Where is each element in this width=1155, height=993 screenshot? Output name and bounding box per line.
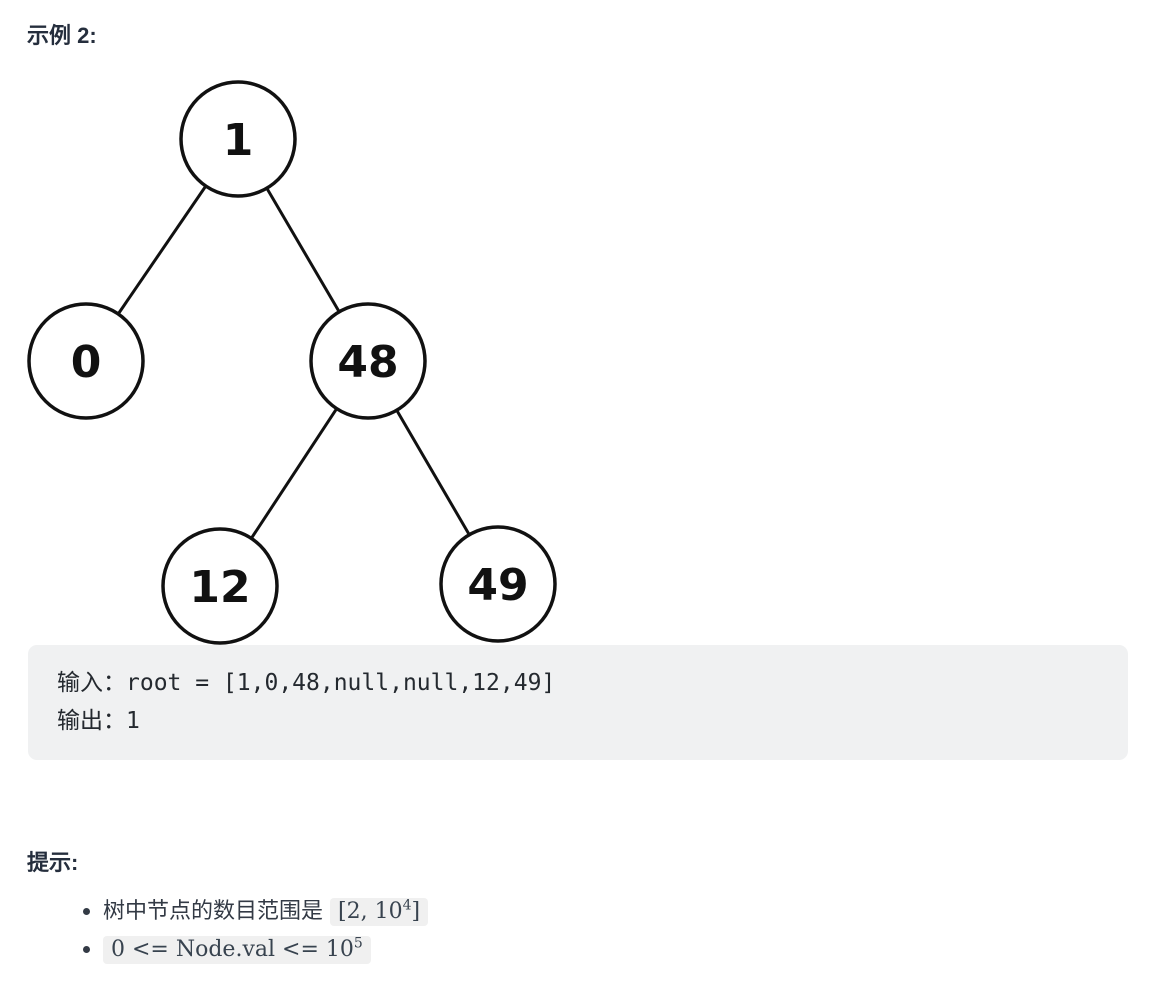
tree-node-right-left-circle [161,527,279,645]
constraint-item-node-count: 树中节点的数目范围是[2, 104] [103,892,1128,930]
tree-edges [84,138,500,587]
constraints-list: 树中节点的数目范围是[2, 104] 0 <= Node.val <= 105 [27,892,1128,968]
tree-node-right-left-value: 12 [189,562,250,613]
tree-node-root-left-value: 0 [71,337,102,388]
tree-node-root-value: 1 [223,115,254,166]
tree-node-root-left: 0 [27,302,145,420]
constraint-node-count-code-sup: 4 [402,897,412,914]
binary-tree-diagram: 1 0 48 12 49 [27,80,557,645]
tree-node-root: 1 [179,80,297,198]
example-output-line: 输出：1 [57,708,140,734]
constraint-item-node-val: 0 <= Node.val <= 105 [103,930,1128,968]
tree-node-right-right-value: 49 [467,560,528,611]
tree-node-root-left-circle [27,302,145,420]
tree-node-right-left: 12 [161,527,279,645]
constraint-node-count-code-tail: ] [411,899,421,924]
constraint-node-count-code-base: [2, 10 [338,899,403,924]
constraint-node-count-text: 树中节点的数目范围是 [103,898,324,923]
example-io-block: 输入：root = [1,0,48,null,null,12,49] 输出：1 [28,645,1128,760]
example-input-line: 输入：root = [1,0,48,null,null,12,49] [57,670,556,696]
tree-node-root-right-value: 48 [337,337,398,388]
constraint-node-count-code: [2, 104] [330,897,429,926]
example-heading: 示例 2: [27,23,97,48]
hints-heading: 提示: [27,850,79,875]
tree-node-right-right-circle [439,525,557,643]
constraint-node-val-code-sup: 5 [353,935,363,952]
tree-node-root-right-circle [309,302,427,420]
tree-node-right-right: 49 [439,525,557,643]
tree-node-root-circle [179,80,297,198]
tree-node-root-right: 48 [309,302,427,420]
constraint-node-val-code-base: 0 <= Node.val <= 10 [111,937,354,962]
constraint-node-val-code: 0 <= Node.val <= 105 [103,936,371,964]
